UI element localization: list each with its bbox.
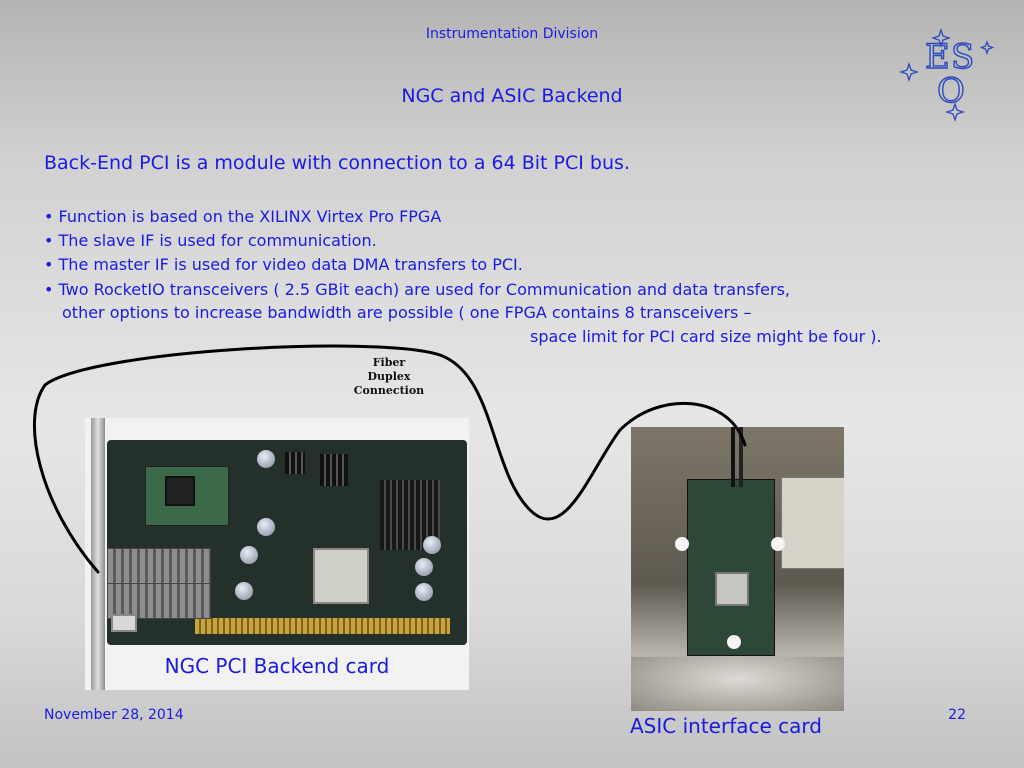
fiber-label-line-1: Fiber — [372, 356, 406, 369]
bullet-rocketio: • Two RocketIO transceivers ( 2.5 GBit e… — [44, 280, 791, 299]
pci-card-caption: NGC PCI Backend card — [164, 654, 390, 678]
bullet-master-if: • The master IF is used for video data D… — [44, 255, 523, 274]
bullet-rocketio-continuation-1: other options to increase bandwidth are … — [62, 303, 752, 322]
slide-title: NGC and ASIC Backend — [401, 85, 623, 107]
fiber-label-line-2: Duplex — [367, 370, 411, 383]
intro-text: Back-End PCI is a module with connection… — [44, 152, 630, 174]
bullet-fpga: • Function is based on the XILINX Virtex… — [44, 207, 442, 226]
eso-logo-icon: E S O — [898, 27, 995, 123]
fiber-duplex-label: Fiber Duplex Connection — [344, 356, 434, 398]
svg-text:O: O — [937, 71, 965, 111]
svg-text:E: E — [925, 37, 950, 77]
bullet-rocketio-continuation-2: space limit for PCI card size might be f… — [530, 327, 882, 346]
asic-card-caption: ASIC interface card — [630, 714, 822, 738]
fiber-label-line-3: Connection — [353, 384, 425, 397]
page-number: 22 — [948, 707, 966, 723]
svg-text:S: S — [951, 37, 974, 77]
bullet-slave-if: • The slave IF is used for communication… — [44, 231, 377, 250]
division-header: Instrumentation Division — [425, 26, 599, 42]
slide-date: November 28, 2014 — [44, 707, 184, 723]
pci-card-photo — [85, 418, 469, 690]
asic-card-photo — [631, 427, 844, 711]
